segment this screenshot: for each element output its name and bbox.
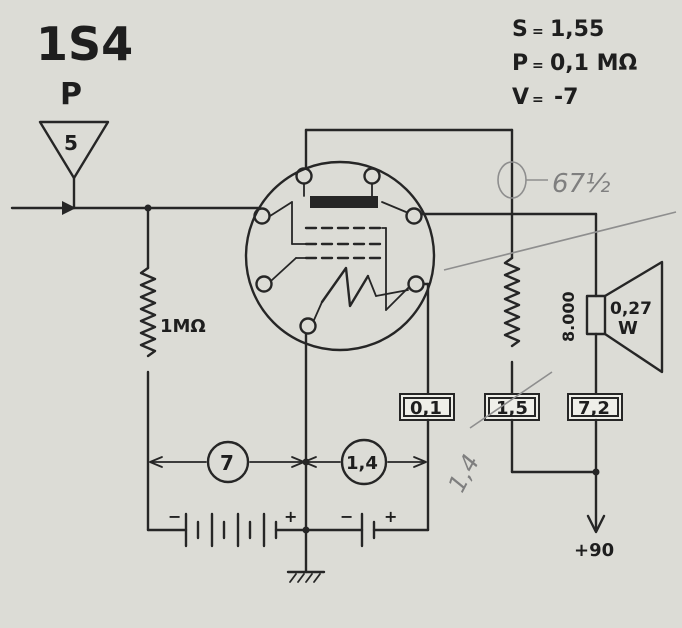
pencil-annotations	[443, 161, 677, 429]
grid-resistor-label: 1MΩ	[160, 316, 206, 337]
svg-text:=: =	[532, 24, 544, 40]
grid-input-line	[10, 201, 260, 215]
param-v-value: -7	[554, 85, 578, 110]
svg-text:=: =	[532, 92, 544, 108]
value-box-plate	[567, 393, 623, 421]
filament-battery-minus: −	[340, 507, 353, 526]
value-box-plate-text: 7,2	[578, 398, 610, 419]
input-arrow-icon	[62, 201, 76, 215]
speaker-symbol	[585, 260, 664, 396]
filament-battery	[304, 512, 430, 548]
grid-resistor	[139, 206, 157, 532]
param-s-label: S	[512, 17, 528, 42]
value-box-screen-supply	[484, 393, 540, 421]
speaker-impedance-label: 8.000	[559, 291, 578, 342]
value-box-screen-supply-text: 1,5	[496, 398, 528, 419]
param-s-value: 1,55	[550, 17, 604, 42]
supply-arrow-icon	[586, 514, 606, 534]
supply-wiring	[426, 418, 606, 534]
bias-battery-plus: +	[284, 507, 297, 526]
bias-battery	[146, 512, 308, 548]
supply-voltage-label: +90	[574, 540, 614, 561]
plate-electrode	[310, 196, 378, 208]
value-box-screen	[399, 393, 455, 421]
filament-battery-plus: +	[384, 507, 397, 526]
pencil-note-top: 67½	[552, 169, 610, 199]
svg-text:=: =	[532, 58, 544, 74]
screen-resistor	[503, 256, 521, 396]
tube-class-label: P	[60, 77, 82, 112]
tube-envelope	[244, 160, 436, 352]
param-v-label: V	[512, 85, 529, 110]
param-p-value: 0,1 MΩ	[550, 51, 638, 76]
value-box-screen-text: 0,1	[410, 398, 442, 419]
speaker-power-label: 0,27	[610, 299, 652, 319]
filament-voltage-label: 1,4	[346, 453, 378, 474]
bias-dimension	[149, 440, 305, 484]
input-triangle-symbol	[38, 120, 110, 210]
input-triangle-number: 5	[64, 131, 78, 155]
bias-voltage-label: 7	[220, 451, 234, 475]
speaker-power-unit: W	[618, 318, 638, 339]
plate-circuit	[304, 128, 598, 396]
pencil-note-side: 1,4	[443, 450, 486, 497]
param-p-label: P	[512, 51, 528, 76]
bias-battery-minus: −	[168, 507, 181, 526]
ground-connection	[286, 332, 326, 583]
tube-type-label: 1S4	[36, 17, 133, 71]
